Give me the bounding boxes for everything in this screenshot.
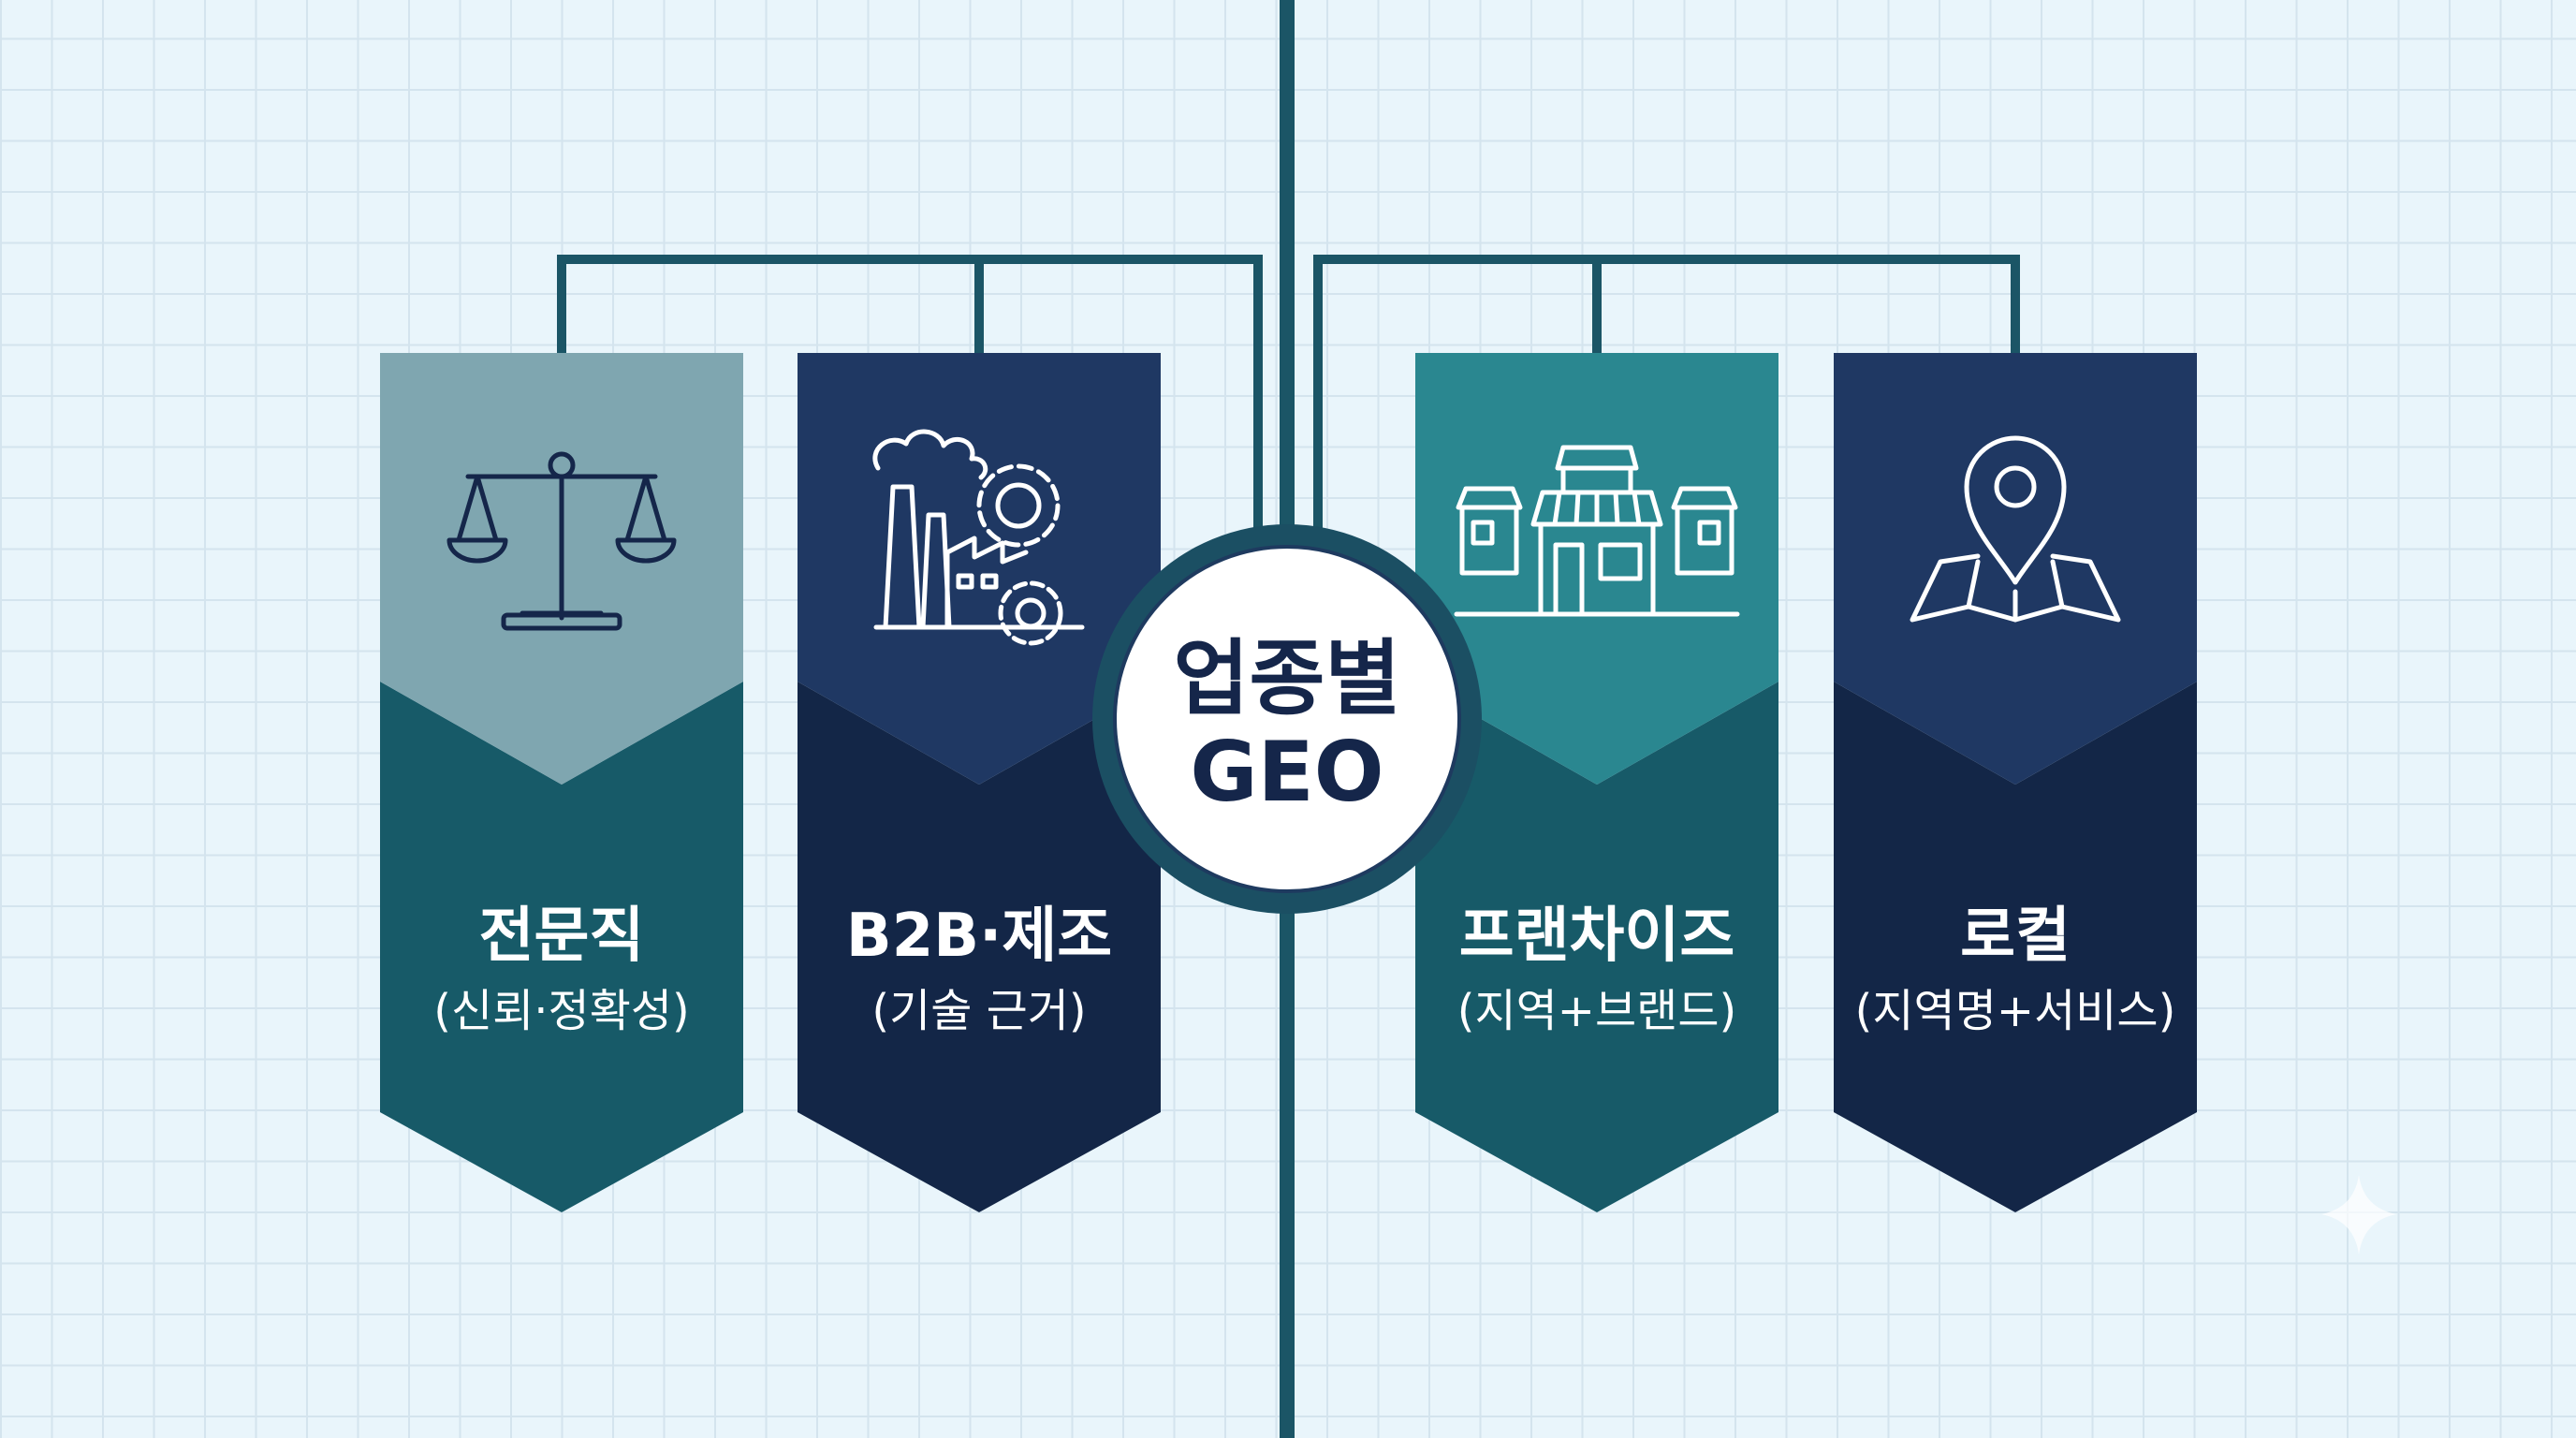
banner-franchise-bottom <box>1415 682 1778 1212</box>
hub-inner-edge <box>1113 545 1461 893</box>
sparkle-decoration <box>2321 1175 2396 1255</box>
banner-franchise-title: 프랜차이즈 <box>1459 902 1734 971</box>
banner-local-title: 로컬 <box>1960 902 2071 971</box>
storefronts-icon <box>1454 445 1740 617</box>
banner-professional-bottom <box>380 682 743 1212</box>
banner-b2b-top <box>798 353 1161 785</box>
banner-local-top <box>1834 353 2197 785</box>
banner-franchise-top <box>1415 353 1778 785</box>
hub-title-line2: GEO <box>1190 724 1383 820</box>
hub-title-line1: 업종별 <box>1174 630 1401 726</box>
banner-professional: 전문직 (신뢰·정확성) <box>380 353 743 1212</box>
banner-professional-title: 전문직 <box>479 902 645 971</box>
banner-franchise-subtitle: (지역+브랜드) <box>1457 985 1736 1037</box>
map-pin-icon <box>1910 435 2121 623</box>
banner-b2b-subtitle: (기술 근거) <box>871 985 1086 1037</box>
scales-of-justice-icon <box>446 451 677 631</box>
banner-local-bottom <box>1834 682 2197 1212</box>
factory-gears-icon <box>872 429 1085 646</box>
banner-professional-subtitle: (신뢰·정확성) <box>433 985 690 1037</box>
banner-franchise: 프랜차이즈 (지역+브랜드) <box>1415 353 1778 1212</box>
banner-b2b-bottom <box>798 682 1161 1212</box>
hub: 업종별 GEO <box>1092 524 1482 914</box>
banner-local-subtitle: (지역명+서비스) <box>1855 985 2176 1037</box>
banner-b2b-manufacturing: B2B·제조 (기술 근거) <box>798 353 1161 1212</box>
banner-b2b-title: B2B·제조 <box>846 902 1112 971</box>
banner-local: 로컬 (지역명+서비스) <box>1834 353 2197 1212</box>
